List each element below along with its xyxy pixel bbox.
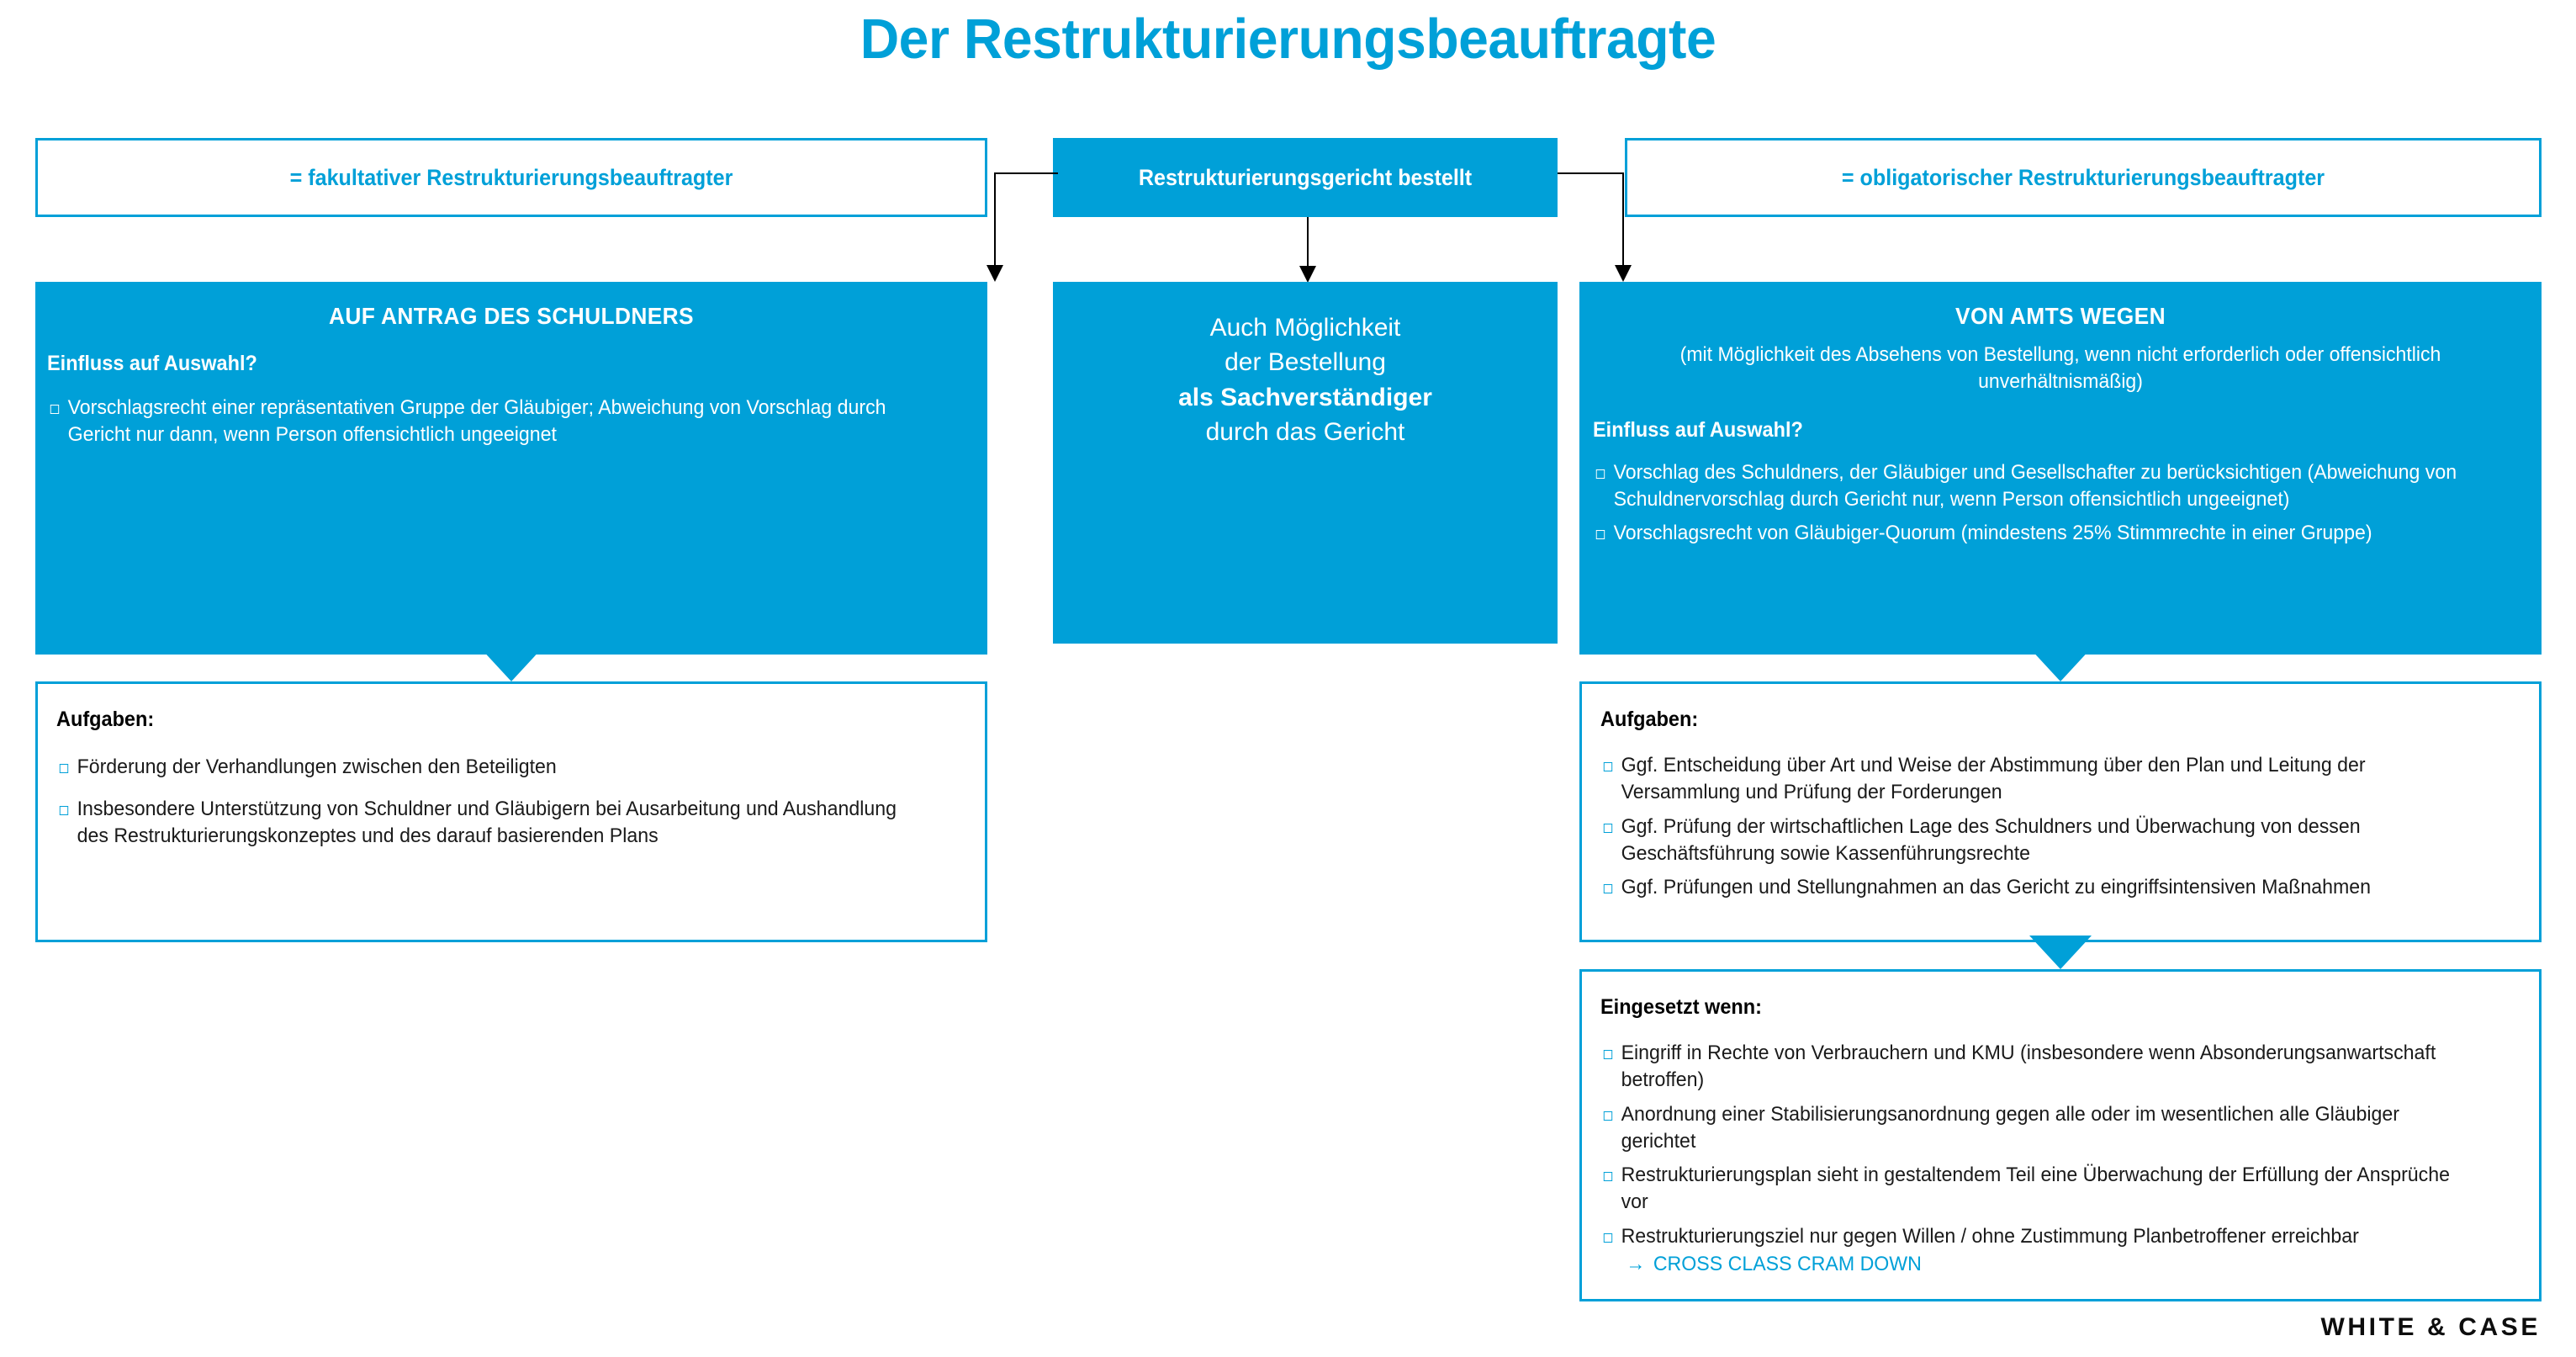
cross-class-cram-down-link[interactable]: →CROSS CLASS CRAM DOWN (1621, 1251, 2470, 1278)
list-item: Eingriff in Rechte von Verbrauchern und … (1600, 1040, 2470, 1094)
list-item-with-link: Restrukturierungsziel nur gegen Willen /… (1600, 1223, 2470, 1278)
panel-auf-antrag-des-schuldners: AUF ANTRAG DES SCHULDNERS Einfluss auf A… (35, 282, 987, 655)
section-head-einfluss-left: Einfluss auf Auswahl? (47, 352, 257, 375)
section-head-aufgaben-left: Aufgaben: (56, 708, 155, 731)
list-item: Vorschlagsrecht von Gläubiger-Quorum (mi… (1593, 520, 2475, 547)
section-head-einfluss-right: Einfluss auf Auswahl? (1593, 417, 1803, 442)
connector-arrow-center (1299, 217, 1316, 286)
box-eingesetzt-wenn: Eingesetzt wenn: Eingriff in Rechte von … (1579, 969, 2542, 1301)
list-item: Vorschlagsrecht einer repräsentativen Gr… (47, 395, 922, 448)
list-item: Insbesondere Unterstützung von Schuldner… (56, 796, 913, 850)
section-head-eingesetzt: Eingesetzt wenn: (1600, 995, 1762, 1019)
center-line-1: Auch Möglichkeit (1209, 314, 1401, 342)
center-line-2: der Bestellung (1225, 348, 1386, 377)
bullet-list-right-aufgaben: Ggf. Entscheidung über Art und Weise der… (1600, 752, 2520, 901)
header-box-obligatorisch: = obligatorischer Restrukturierungsbeauf… (1625, 138, 2542, 217)
box-aufgaben-right: Aufgaben: Ggf. Entscheidung über Art und… (1579, 681, 2542, 942)
bullet-list-right-einfluss: Vorschlag des Schuldners, der Gläubiger … (1593, 459, 2526, 548)
connector-arrow-left (986, 172, 1058, 286)
list-item: Anordnung einer Stabilisierungsanordnung… (1600, 1101, 2470, 1155)
header-label-obligatorisch: = obligatorischer Restrukturierungsbeauf… (1841, 164, 2325, 190)
bullet-list-eingesetzt: Eingriff in Rechte von Verbrauchern und … (1600, 1040, 2520, 1278)
caret-down-right-2 (2029, 936, 2092, 969)
list-item: Ggf. Prüfungen und Stellungnahmen an das… (1600, 874, 2470, 901)
bullet-list-left-aufgaben: Förderung der Verhandlungen zwischen den… (56, 754, 963, 850)
panel-sub-right: (mit Möglichkeit des Absehens von Bestel… (1679, 343, 2441, 394)
white-and-case-logo: WHITE & CASE (2320, 1313, 2541, 1341)
header-box-fakultativ: = fakultativer Restrukturierungsbeauftra… (35, 138, 987, 217)
cross-class-cram-down-label: CROSS CLASS CRAM DOWN (1653, 1252, 1922, 1275)
caret-down-left (480, 648, 542, 681)
header-box-gericht: Restrukturierungsgericht bestellt (1053, 138, 1558, 217)
arrow-right-icon: → (1626, 1252, 1648, 1275)
list-item: Vorschlag des Schuldners, der Gläubiger … (1593, 459, 2475, 513)
panel-title-left: AUF ANTRAG DES SCHULDNERS (329, 303, 694, 329)
header-label-fakultativ: = fakultativer Restrukturierungsbeauftra… (289, 164, 733, 190)
list-item-text: Restrukturierungsziel nur gegen Willen /… (1621, 1225, 2359, 1248)
caret-down-right-1 (2029, 648, 2092, 681)
bullet-list-left-einfluss: Vorschlagsrecht einer repräsentativen Gr… (47, 395, 972, 448)
connector-arrow-right (1558, 172, 1632, 286)
panel-von-amts-wegen: VON AMTS WEGEN (mit Möglichkeit des Abse… (1579, 282, 2542, 655)
panel-sachverstaendiger: Auch Möglichkeit der Bestellung als Sach… (1053, 282, 1558, 644)
list-item: Ggf. Entscheidung über Art und Weise der… (1600, 752, 2470, 806)
list-item: Restrukturierungsplan sieht in gestalten… (1600, 1162, 2470, 1216)
panel-title-right: VON AMTS WEGEN (1955, 303, 2166, 329)
center-line-3-strong: als Sachverständiger (1178, 383, 1432, 411)
page-title: Der Restrukturierungsbeauftragte (860, 8, 1716, 71)
section-head-aufgaben-right: Aufgaben: (1600, 708, 1699, 731)
list-item: Ggf. Prüfung der wirtschaftlichen Lage d… (1600, 814, 2470, 867)
header-label-gericht: Restrukturierungsgericht bestellt (1138, 164, 1473, 190)
list-item: Förderung der Verhandlungen zwischen den… (56, 754, 913, 781)
center-line-4: durch das Gericht (1205, 418, 1405, 447)
box-aufgaben-left: Aufgaben: Förderung der Verhandlungen zw… (35, 681, 987, 942)
center-column-text: Auch Möglichkeit der Bestellung als Sach… (1053, 310, 1558, 450)
